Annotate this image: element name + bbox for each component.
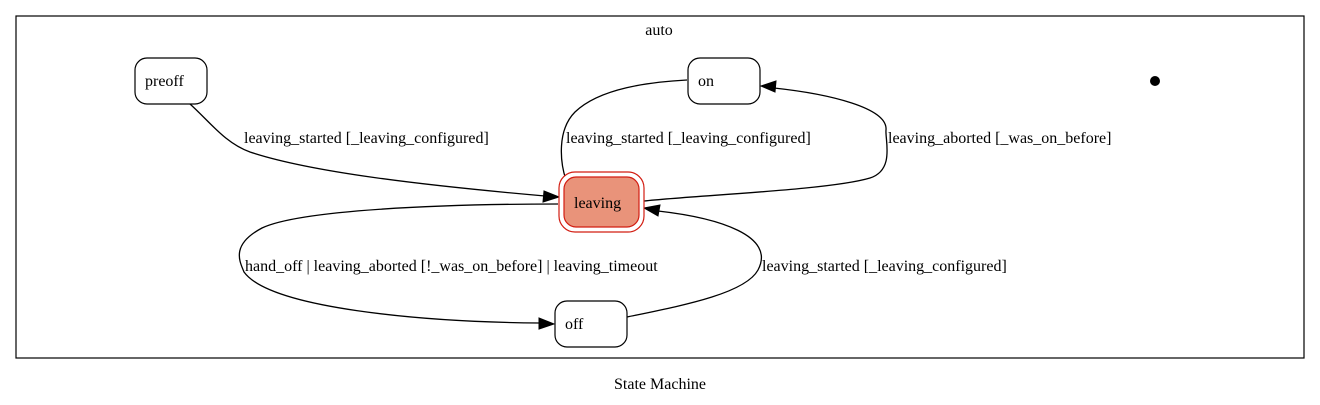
state-off[interactable]: off xyxy=(554,300,628,348)
transition-label: hand_off | leaving_aborted [!_was_on_bef… xyxy=(245,258,658,275)
transition-path[interactable] xyxy=(189,103,546,197)
transition-path[interactable] xyxy=(560,79,688,181)
state-leaving[interactable]: leaving xyxy=(558,171,645,233)
transition-path[interactable] xyxy=(626,210,762,318)
state-preoff[interactable]: preoff xyxy=(134,57,208,105)
diagram-caption: State Machine xyxy=(614,376,706,393)
transition-label: leaving_aborted [_was_on_before] xyxy=(888,130,1111,147)
state-label: on xyxy=(698,73,714,90)
transition-label: leaving_started [_leaving_configured] xyxy=(244,130,489,147)
cluster-auto: auto xyxy=(15,15,1305,359)
state-box[interactable] xyxy=(134,57,208,105)
state-on[interactable]: on xyxy=(687,57,761,105)
states: preoff on leaving off xyxy=(134,57,1160,348)
state-label: leaving xyxy=(574,195,621,212)
initial-state-dot-icon xyxy=(1150,76,1160,86)
arrowhead-icon xyxy=(538,317,556,330)
arrowhead-icon xyxy=(759,80,777,93)
transition-off-leaving[interactable]: leaving_started [_leaving_configured] xyxy=(626,204,1007,318)
cluster-border xyxy=(15,15,1305,359)
state-label: off xyxy=(565,316,584,333)
transition-path[interactable] xyxy=(238,203,559,324)
transition-leaving-off[interactable]: hand_off | leaving_aborted [!_was_on_bef… xyxy=(238,203,658,330)
arrowhead-icon xyxy=(542,190,561,203)
transition-label: leaving_started [_leaving_configured] xyxy=(762,258,1007,275)
cluster-label: auto xyxy=(645,22,673,39)
state-box[interactable] xyxy=(554,300,628,348)
transition-preoff-leaving[interactable]: leaving_started [_leaving_configured] xyxy=(189,103,561,203)
transition-label: leaving_started [_leaving_configured] xyxy=(566,130,811,147)
transition-path[interactable] xyxy=(643,87,888,202)
transitions: leaving_started [_leaving_configured] le… xyxy=(189,79,1111,330)
state-box[interactable] xyxy=(563,176,640,228)
transition-leaving-on[interactable]: leaving_aborted [_was_on_before] xyxy=(643,80,1111,202)
arrowhead-icon xyxy=(642,204,661,217)
state-box[interactable] xyxy=(687,57,761,105)
state-label: preoff xyxy=(145,73,184,90)
